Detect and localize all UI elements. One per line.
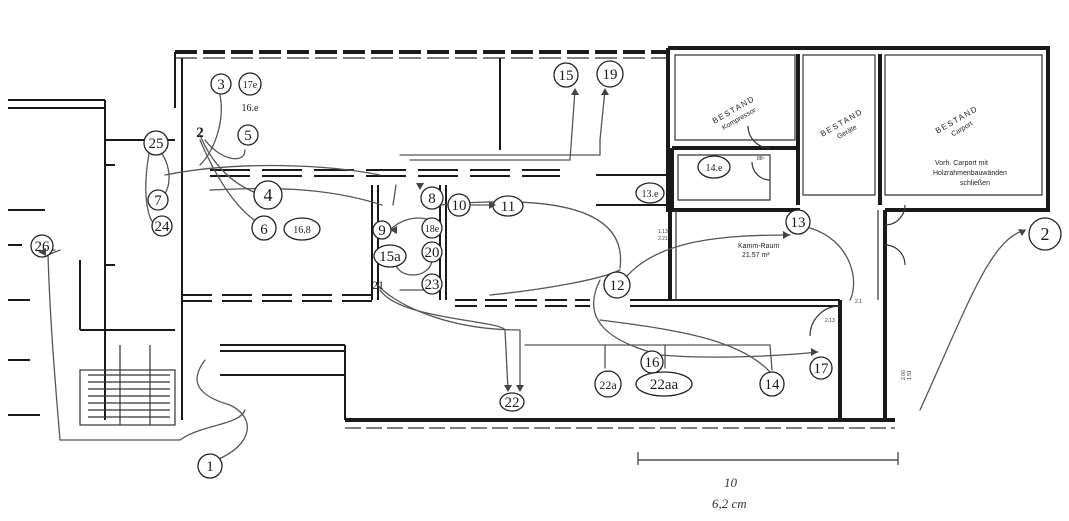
waypoint-2: 2 — [196, 125, 204, 141]
dim-4: 2.00 — [901, 370, 907, 380]
svg-text:3: 3 — [217, 77, 225, 93]
waypoint-15: 15 — [553, 62, 579, 88]
route-paths — [39, 89, 1026, 464]
waypoint-22aa: 22aa — [635, 371, 693, 397]
svg-text:7: 7 — [154, 193, 162, 209]
waypoint-25: 25 — [143, 130, 169, 156]
dim-1: 1.13 — [658, 229, 668, 235]
waypoint-23: 23 — [421, 273, 443, 295]
svg-text:14.e: 14.e — [706, 163, 724, 174]
waypoint-12: 12 — [603, 271, 631, 299]
waypoints: 1 2 3 4 5 6 7 8 9 10 11 12 13 14 15 15a … — [30, 60, 1062, 479]
dim-3: 2.13 — [825, 318, 835, 324]
label-13e: 13.e — [635, 182, 665, 204]
svg-text:20: 20 — [425, 245, 440, 261]
svg-text:14: 14 — [765, 377, 781, 393]
waypoint-22a: 22a — [594, 370, 622, 398]
svg-text:15a: 15a — [379, 249, 401, 265]
svg-text:13: 13 — [791, 215, 806, 231]
dim-2: 2.21 — [658, 236, 668, 242]
svg-text:12: 12 — [610, 278, 625, 294]
waypoint-13: 13 — [785, 209, 811, 235]
svg-text:13.e: 13.e — [642, 189, 660, 200]
waypoint-2-right: 2 — [1028, 217, 1062, 251]
label-16b: 16.8 — [283, 217, 321, 241]
dimension-notes: 1.13 2.21 2.13 2.1 88⁵ 2.00 1.51 — [658, 156, 913, 380]
carport-note-line2: Holzrahmenbauwänden — [933, 170, 1007, 177]
carport-note-line3: schließen — [960, 180, 990, 187]
waypoint-10: 10 — [447, 193, 471, 217]
waypoint-21: 21 — [372, 278, 384, 292]
waypoint-1: 1 — [197, 453, 223, 479]
waypoint-11: 11 — [492, 195, 524, 217]
label-14e: 14.e — [697, 155, 731, 179]
svg-text:5: 5 — [244, 128, 252, 144]
waypoint-17e: 17e — [238, 72, 262, 96]
svg-text:16: 16 — [645, 355, 661, 371]
dim-7: 2.1 — [855, 299, 862, 305]
waypoint-8: 8 — [420, 186, 444, 210]
kamm-raum-name: Kamm-Raum — [738, 243, 779, 250]
waypoint-9: 9 — [372, 220, 392, 240]
svg-text:22aa: 22aa — [650, 377, 679, 393]
scale-bar: 10 6,2 cm — [637, 452, 899, 511]
svg-text:22a: 22a — [599, 378, 617, 392]
svg-text:19: 19 — [603, 67, 618, 83]
svg-text:21: 21 — [372, 278, 384, 292]
waypoint-26: 26 — [30, 234, 54, 258]
scale-note: 6,2 cm — [712, 496, 747, 511]
svg-text:15: 15 — [559, 68, 574, 84]
svg-text:11: 11 — [501, 199, 515, 215]
dim-5: 1.51 — [907, 370, 913, 380]
svg-text:17: 17 — [814, 361, 830, 377]
svg-text:22: 22 — [505, 395, 520, 411]
carport-note-line1: Vorh. Carport mit — [935, 160, 988, 167]
svg-text:1: 1 — [206, 459, 214, 475]
svg-text:2: 2 — [1041, 224, 1050, 244]
waypoint-6: 6 — [251, 215, 277, 241]
svg-text:17e: 17e — [243, 80, 258, 91]
svg-text:18e: 18e — [425, 224, 440, 235]
waypoint-3: 3 — [210, 73, 232, 95]
waypoint-17: 17 — [809, 356, 833, 380]
waypoint-24: 24 — [151, 215, 173, 237]
waypoint-22: 22 — [499, 392, 525, 412]
scale-value: 10 — [724, 475, 738, 490]
room-labels: BESTAND Kompressor BESTAND Geräte BESTAN… — [711, 94, 1007, 259]
waypoint-18e: 18e — [421, 217, 443, 239]
svg-text:2: 2 — [196, 125, 204, 141]
svg-text:10: 10 — [452, 198, 467, 214]
waypoint-15a: 15a — [373, 244, 407, 268]
kamm-raum-area: 21.57 m² — [742, 252, 770, 259]
waypoint-4: 4 — [253, 180, 283, 210]
waypoint-7: 7 — [147, 189, 169, 211]
waypoint-5: 5 — [237, 124, 259, 146]
walls — [8, 46, 1050, 429]
svg-text:4: 4 — [264, 185, 273, 205]
svg-text:16.8: 16.8 — [293, 225, 311, 236]
svg-text:16.e: 16.e — [242, 103, 260, 114]
svg-text:25: 25 — [149, 136, 164, 152]
svg-text:26: 26 — [35, 239, 51, 255]
svg-text:23: 23 — [425, 277, 440, 293]
svg-text:6: 6 — [260, 222, 268, 238]
waypoint-20: 20 — [421, 241, 443, 263]
arrowheads — [38, 88, 1026, 392]
svg-text:9: 9 — [378, 223, 386, 239]
label-16e: 16.e — [242, 103, 260, 114]
waypoint-14: 14 — [759, 371, 785, 397]
svg-text:24: 24 — [155, 219, 171, 235]
dim-6: 88⁵ — [757, 156, 765, 162]
svg-text:8: 8 — [428, 191, 436, 207]
waypoint-16: 16 — [640, 350, 664, 374]
waypoint-19: 19 — [596, 60, 624, 88]
